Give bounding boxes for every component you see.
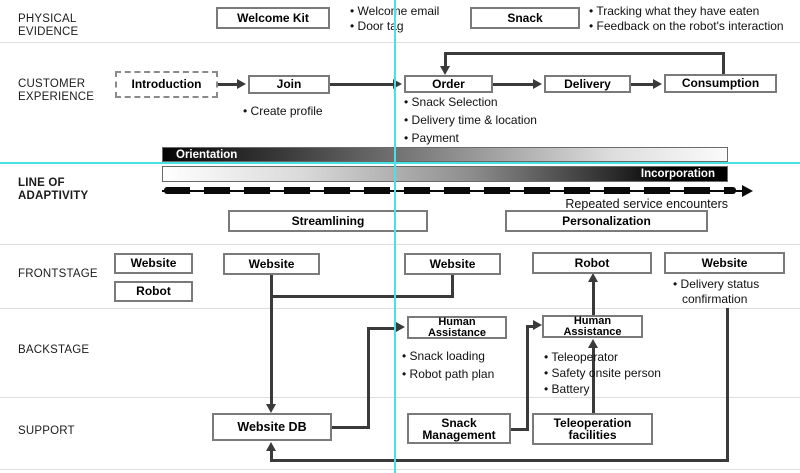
separator-physical-evidence <box>0 42 800 43</box>
bar-orientation-label: Orientation <box>176 148 238 161</box>
arrowhead-intro-join <box>237 79 246 89</box>
separator-bottom <box>0 469 800 470</box>
box-robot-a: Robot <box>114 281 193 302</box>
connector-ha2-robot-v <box>592 280 595 315</box>
box-snack-management: Snack Management <box>407 413 511 444</box>
bullet-delivery-time: • Delivery time & location <box>404 113 537 127</box>
adaptivity-dashes <box>164 187 736 194</box>
box-delivery: Delivery <box>544 75 631 93</box>
connector-websited-loop-v <box>726 308 729 462</box>
bullets-delivery-status: • Delivery status confirmation <box>673 277 759 307</box>
arrowhead-delivery-consumption <box>653 79 662 89</box>
separator-frontstage-top <box>0 244 800 245</box>
separator-backstage-top <box>0 308 800 309</box>
label-physical-evidence: PHYSICAL EVIDENCE <box>18 13 79 38</box>
connector-websitec-merge <box>270 295 454 298</box>
connector-delivery-consumption-line <box>631 83 654 86</box>
bullet-create-profile: • Create profile <box>243 104 323 118</box>
label-customer-experience: CUSTOMER EXPERIENCE <box>18 78 95 103</box>
box-introduction: Introduction <box>115 71 218 98</box>
connector-sm-ha2-v <box>526 326 529 431</box>
bullet-snack-selection: • Snack Selection <box>404 95 498 109</box>
bullet-teleoperator: • Teleoperator <box>544 350 619 364</box>
label-frontstage: FRONTSTAGE <box>18 268 98 280</box>
bullets-tracking: • Tracking what they have eaten • Feedba… <box>589 4 784 34</box>
box-website-b: Website <box>223 253 320 275</box>
box-robot-b: Robot <box>532 252 652 274</box>
connector-sm-ha2-h2 <box>526 325 535 328</box>
box-welcome-kit: Welcome Kit <box>216 7 330 29</box>
separator-support-top <box>0 397 800 398</box>
label-line-of-adaptivity: LINE OF ADAPTIVITY <box>18 177 89 202</box>
bar-orientation: Orientation <box>162 147 728 162</box>
bullet-delivery-status: • Delivery status <box>673 277 760 291</box>
box-website-d: Website <box>664 252 785 274</box>
label-support: SUPPORT <box>18 425 75 437</box>
connector-order-delivery-line <box>493 83 534 86</box>
loop-right-line <box>722 52 725 75</box>
box-join: Join <box>248 75 330 94</box>
connector-sm-ha2-h1 <box>511 428 529 431</box>
arrowhead-join-order <box>393 79 402 89</box>
bar-incorporation: Incorporation <box>162 166 728 182</box>
box-website-c: Website <box>404 253 501 275</box>
arrowhead-ha2-robot <box>588 273 598 282</box>
loop-left-line <box>444 52 447 68</box>
box-personalization: Personalization <box>505 210 708 232</box>
bullet-robot-path-plan: • Robot path plan <box>402 367 495 381</box>
arrowhead-order-delivery <box>533 79 542 89</box>
bullet-feedback: • Feedback on the robot's interaction <box>589 19 784 33</box>
connector-db-ha1-h1 <box>332 426 370 429</box>
connector-db-ha1-v <box>367 328 370 429</box>
box-streamlining: Streamlining <box>228 210 428 232</box>
arrowhead-db-ha1 <box>396 322 405 332</box>
bullet-snack-loading: • Snack loading <box>402 349 485 363</box>
bar-incorporation-label: Incorporation <box>640 168 715 180</box>
connector-db-ha1-h2 <box>367 327 398 330</box>
crosshair-vertical-line <box>394 0 396 473</box>
bullet-payment: • Payment <box>404 131 459 145</box>
connector-websiteb-db-line <box>270 275 273 406</box>
arrowhead-sm-ha2 <box>533 320 542 330</box>
connector-websitec-stub <box>451 275 454 298</box>
bullets-join: • Create profile <box>243 104 323 119</box>
box-consumption: Consumption <box>664 74 777 93</box>
adaptivity-arrowhead <box>742 185 753 197</box>
bullet-battery: • Battery <box>544 382 590 396</box>
connector-join-order-line <box>330 83 394 86</box>
box-human-assistance-1: Human Assistance <box>407 316 507 339</box>
box-human-assistance-2: Human Assistance <box>542 315 643 338</box>
arrowhead-websiteb-db <box>266 404 276 413</box>
bullet-door-tag: • Door tag <box>350 19 404 33</box>
repeated-encounters-caption: Repeated service encounters <box>565 197 728 211</box>
box-teleoperation-facilities: Teleoperation facilities <box>532 413 653 445</box>
bullets-ha1: • Snack loading • Robot path plan <box>402 347 494 383</box>
bullets-ha2: • Teleoperator • Safety onsite person • … <box>544 349 661 397</box>
bullets-order: • Snack Selection • Delivery time & loca… <box>404 93 537 147</box>
loop-top-line <box>444 52 725 55</box>
crosshair-horizontal-line <box>0 162 800 164</box>
bullet-confirmation: confirmation <box>682 292 748 306</box>
box-website-a: Website <box>114 253 193 274</box>
label-backstage: BACKSTAGE <box>18 344 90 356</box>
box-snack: Snack <box>470 7 580 29</box>
connector-intro-join-line <box>218 83 238 86</box>
bullet-tracking: • Tracking what they have eaten <box>589 4 760 18</box>
box-website-db: Website DB <box>212 413 332 441</box>
box-order: Order <box>404 75 493 93</box>
connector-websited-loop-up <box>270 450 273 462</box>
arrowhead-loop-db <box>266 442 276 451</box>
connector-websited-loop-h <box>270 459 729 462</box>
arrowhead-loop-order <box>440 66 450 75</box>
bullet-safety-person: • Safety onsite person <box>544 366 661 380</box>
connector-tf-ha2-v <box>592 348 595 413</box>
arrowhead-tf-ha2 <box>588 339 598 348</box>
